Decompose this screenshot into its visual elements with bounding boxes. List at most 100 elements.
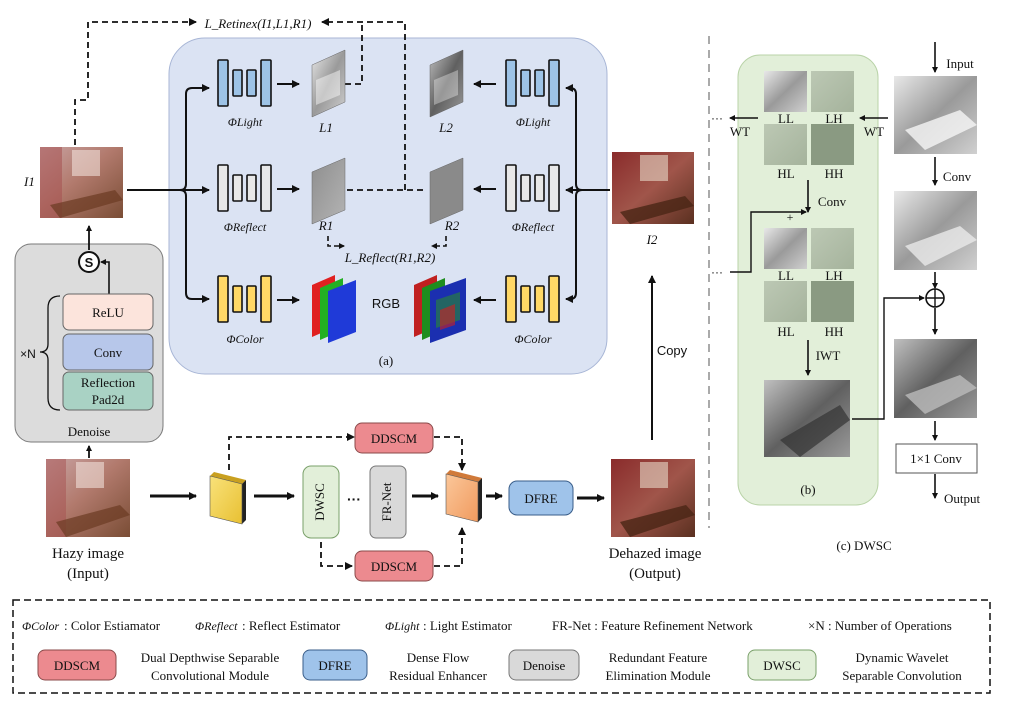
legend-color-symbol: ΦColor	[22, 619, 59, 633]
phi-reflect-left: ΦReflect	[224, 220, 267, 234]
conv-c-image	[894, 191, 977, 270]
i1-label: I1	[23, 174, 35, 189]
hl2-label: HL	[777, 324, 794, 339]
phi-light-right: ΦLight	[516, 115, 551, 129]
ddscm-top-in	[228, 433, 355, 470]
legend-denoise-chip-label: Denoise	[523, 658, 566, 673]
sum-symbol: S	[85, 255, 94, 270]
rgb-maps-left	[312, 275, 356, 343]
retinex-dashed-l1	[345, 22, 363, 85]
ddscm-bottom-label: DDSCM	[371, 559, 418, 574]
reflect-estimator-right	[505, 164, 560, 212]
pad2d-label: Pad2d	[92, 392, 125, 407]
legend-ddscm-line2: Convolutional Module	[151, 668, 269, 683]
map-r2	[429, 157, 464, 225]
hl1-label: HL	[777, 166, 794, 181]
hazy-input-image	[46, 459, 130, 537]
iwt-output-image	[764, 380, 850, 457]
legend-dfre-chip	[302, 649, 368, 681]
conv-c-label: Conv	[943, 169, 972, 184]
color-estimator-right	[505, 275, 560, 323]
legend-color-text: : Color Estiamator	[64, 618, 161, 633]
legend-ddscm-chip-label: DDSCM	[54, 658, 101, 673]
rgb-label: RGB	[372, 296, 400, 311]
feature-cube-orange	[445, 470, 482, 523]
wt-right-label: WT	[864, 124, 884, 139]
output-c-label: Output	[944, 491, 981, 506]
relu-block	[62, 293, 154, 331]
conv1x1-block	[895, 443, 978, 474]
conv1x1-label: 1×1 Conv	[910, 451, 962, 466]
panel-a-caption: (a)	[379, 353, 393, 368]
legend-xn-text: ×N : Number of Operations	[808, 618, 952, 633]
denoise-title: Denoise	[68, 424, 111, 439]
hazy-label-2: (Input)	[67, 566, 109, 582]
copy-label: Copy	[657, 343, 688, 358]
frnet-label: FR-Net	[379, 482, 394, 521]
legend-dfre-chip-label: DFRE	[318, 658, 351, 673]
legend-dwsc-line1: Dynamic Wavelet	[856, 650, 949, 665]
phi-color-left: ΦColor	[226, 332, 263, 346]
retinex-dashed-right	[321, 18, 406, 190]
panel-b-caption: (b)	[800, 482, 815, 497]
dots-top: ···	[711, 111, 723, 125]
side-input-arrow	[730, 209, 807, 273]
dehazed-output-image	[611, 459, 695, 537]
legend-dfre-line2: Residual Enhancer	[389, 668, 487, 683]
phi-light-left: ΦLight	[228, 115, 263, 129]
loss-reflect-label: L_Reflect(R1,R2)	[344, 250, 436, 265]
legend-dwsc-chip-label: DWSC	[763, 658, 801, 673]
ddscm-top-label: DDSCM	[371, 431, 418, 446]
conv-block	[62, 333, 154, 371]
phi-color-right: ΦColor	[514, 332, 551, 346]
ddscm-bottom-in	[320, 542, 353, 570]
dwsc-label: DWSC	[312, 483, 327, 521]
legend-dfre-line1: Dense Flow	[407, 650, 470, 665]
legend-denoise-line2: Elimination Module	[605, 668, 710, 683]
map-l2	[429, 49, 464, 118]
reflection-label: Reflection	[81, 375, 136, 390]
dfre-label: DFRE	[524, 491, 557, 506]
legend-light-symbol: ΦLight	[385, 619, 420, 633]
legend-ddscm-line1: Dual Depthwise Separable	[141, 650, 280, 665]
ll2-label: LL	[778, 268, 794, 283]
legend-dwsc-line2: Separable Convolution	[842, 668, 962, 683]
i2-label: I2	[646, 232, 658, 247]
pipeline-dots: ···	[347, 491, 361, 507]
hh1-label: HH	[825, 166, 844, 181]
legend-frnet-text: FR-Net : Feature Refinement Network	[552, 618, 753, 633]
i1-branch-down	[179, 189, 210, 303]
map-l1	[311, 49, 346, 118]
panel-b-to-add	[852, 295, 925, 420]
legend-reflect-symbol: ΦReflect	[195, 619, 238, 633]
r2-label: R2	[444, 218, 460, 233]
l2-label: L2	[438, 120, 453, 135]
xn-brace	[39, 295, 61, 411]
frnet-block	[369, 465, 407, 539]
light-estimator-left	[217, 59, 272, 107]
legend-denoise-line1: Redundant Feature	[609, 650, 708, 665]
reflection-pad-block	[62, 371, 154, 411]
conv-b-label: Conv	[818, 194, 847, 209]
dehazed-label-2: (Output)	[629, 566, 681, 582]
loss-reflect-arrow-right	[431, 236, 447, 249]
input-c-image	[894, 76, 977, 154]
dehazed-label-1: Dehazed image	[609, 546, 702, 562]
lh1-label: LH	[825, 111, 842, 126]
ll1-label: LL	[778, 111, 794, 126]
wt-left-label: WT	[730, 124, 750, 139]
image-i1	[40, 147, 123, 218]
retinex-dashed-left	[74, 18, 197, 145]
image-i2	[612, 152, 694, 224]
color-estimator-left	[217, 275, 272, 323]
legend-dwsc-chip	[747, 649, 817, 681]
lh2-label: LH	[825, 268, 842, 283]
legend-ddscm-chip	[37, 649, 117, 681]
i2-branch-down	[565, 189, 583, 303]
relu-to-sum-arrow	[100, 259, 110, 294]
hazy-label-1: Hazy image	[52, 546, 124, 562]
light-estimator-right	[505, 59, 560, 107]
subbands-1	[764, 71, 854, 165]
